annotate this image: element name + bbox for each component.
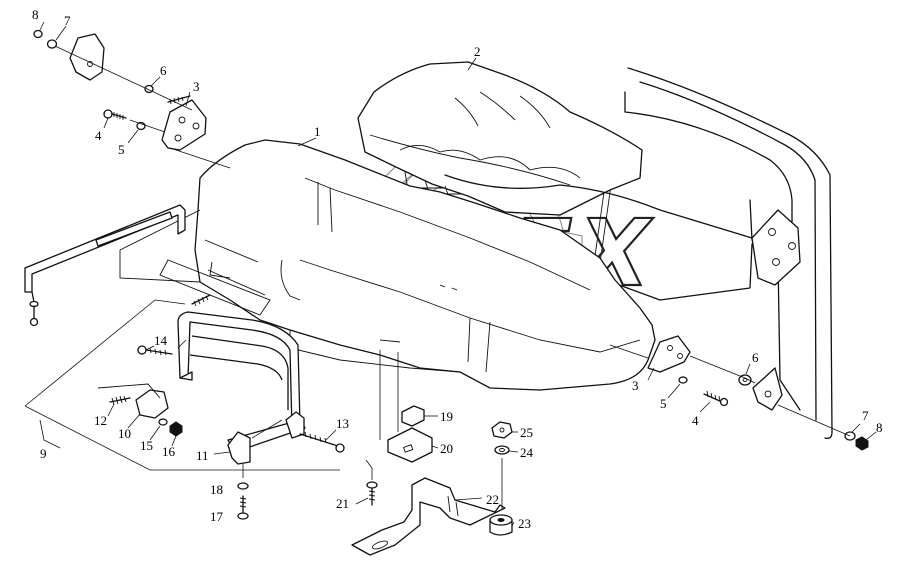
callout-23: 23	[518, 516, 531, 531]
callout-16: 16	[162, 444, 176, 459]
callout-6-right: 6	[752, 350, 759, 365]
callout-10: 10	[118, 426, 131, 441]
center-mount-assembly	[351, 350, 513, 556]
callout-21: 21	[336, 496, 349, 511]
callout-7-right: 7	[862, 408, 869, 423]
callout-13: 13	[336, 416, 349, 431]
callout-5-right: 5	[660, 396, 667, 411]
callout-12: 12	[94, 413, 107, 428]
left-hinge-assembly	[33, 29, 231, 169]
callout-8-top: 8	[32, 7, 39, 22]
left-support-bar	[24, 204, 186, 327]
callout-2: 2	[474, 44, 481, 59]
callout-19: 19	[440, 409, 453, 424]
callout-14: 14	[154, 333, 168, 348]
callout-3-right: 3	[632, 378, 639, 393]
callout-5-left: 5	[118, 142, 125, 157]
callout-11: 11	[196, 448, 209, 463]
seat-cushion-2	[357, 61, 643, 216]
right-hinge-assembly	[609, 335, 869, 451]
callout-7-top: 7	[64, 13, 71, 28]
callout-22: 22	[486, 492, 499, 507]
seat-box-1	[119, 139, 753, 391]
callout-9: 9	[40, 446, 47, 461]
callout-20: 20	[440, 441, 453, 456]
callout-25: 25	[520, 425, 533, 440]
callout-6-left: 6	[160, 63, 167, 78]
callout-24: 24	[520, 445, 534, 460]
cab-rear-wall	[624, 67, 833, 440]
callout-4-right: 4	[692, 413, 699, 428]
callout-15: 15	[140, 438, 153, 453]
lower-frame-assembly	[24, 294, 345, 520]
callout-labels: 8 7 6 3 4 5 2 1 14 12 10 15 16 9 11 13 1…	[32, 7, 883, 531]
callout-3-left: 3	[193, 79, 200, 94]
callout-1: 1	[314, 124, 321, 139]
callout-leaders	[39, 21, 877, 527]
callout-4-left: 4	[95, 128, 102, 143]
callout-8-right: 8	[876, 420, 883, 435]
callout-18: 18	[210, 482, 223, 497]
callout-17: 17	[210, 509, 224, 524]
